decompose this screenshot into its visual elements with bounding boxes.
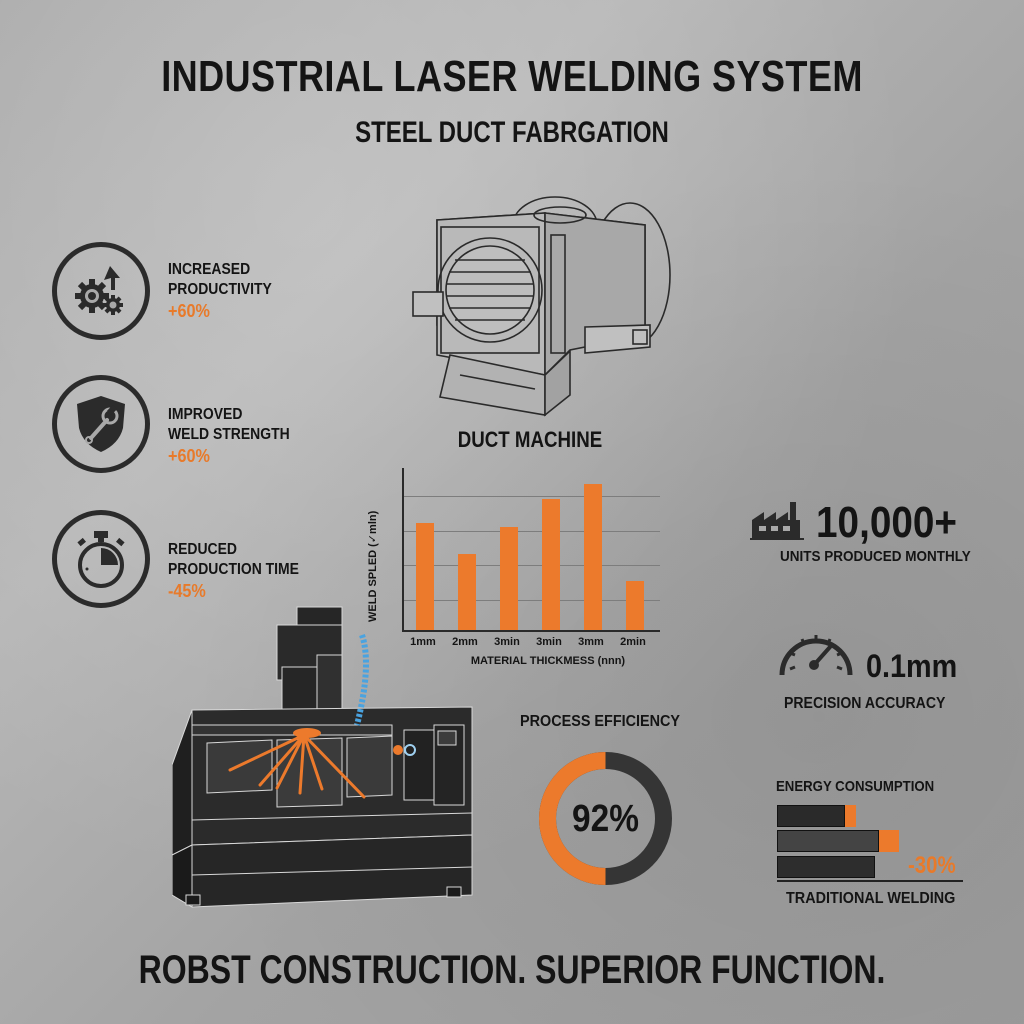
energy-bar-accent <box>845 805 856 827</box>
feature-value: +60% <box>168 301 210 321</box>
chart-x-axis-label: MATERIAL THICKMESS (nnn) <box>470 655 626 667</box>
chart-x-tick: 1mm <box>410 636 436 648</box>
chart-gridline <box>404 531 660 532</box>
chart-gridline <box>404 565 660 566</box>
chart-x-tick: 3min <box>536 636 562 648</box>
page-title: INDUSTRIAL LASER WELDING SYSTEM <box>161 52 863 101</box>
feature-value: -45% <box>168 581 206 601</box>
feature-label-line2: PRODUCTIVITY <box>168 281 272 298</box>
feature-label-line1: IMPROVED <box>168 406 243 423</box>
chart-x-tick: 3min <box>494 636 520 648</box>
feature-label-line1: REDUCED <box>168 541 237 558</box>
chart-gridline <box>404 496 660 497</box>
energy-bar-dark <box>777 830 879 852</box>
efficiency-donut <box>532 745 679 892</box>
page-subtitle: STEEL DUCT FABRGATION <box>355 116 669 149</box>
chart-plot-area <box>402 468 660 632</box>
factory-icon <box>750 498 806 542</box>
feature-label-line2: WELD STRENGTH <box>168 426 290 443</box>
energy-bar-accent <box>879 830 899 852</box>
chart-bar <box>584 484 602 630</box>
feature-value: +60% <box>168 446 210 466</box>
feature-label-line1: INCREASED <box>168 261 251 278</box>
feature-weld-strength: IMPROVED WELD STRENGTH +60% <box>52 375 352 475</box>
efficiency-value: 92% <box>572 798 639 840</box>
laser-welding-machine-illustration <box>171 595 482 920</box>
energy-divider <box>777 880 963 882</box>
feature-productivity: INCREASED PRODUCTIVITY +60% <box>52 242 352 342</box>
energy-title: ENERGY CONSUMPTION <box>776 778 935 795</box>
energy-bar <box>777 805 856 827</box>
footer-tagline: ROBST CONSTRUCTION. SUPERIOR FUNCTION. <box>138 948 886 992</box>
energy-bar <box>777 830 899 852</box>
feature-label-line2: PRODUCTION TIME <box>168 561 299 578</box>
duct-machine-illustration <box>405 175 675 425</box>
shield-wrench-icon <box>52 375 150 473</box>
stopwatch-icon <box>52 510 150 608</box>
chart-x-tick: 3mm <box>578 636 604 648</box>
chart-gridline <box>404 600 660 601</box>
chart-bar <box>542 499 560 630</box>
energy-reduction: -30% <box>908 852 956 879</box>
chart-bar <box>626 581 644 630</box>
energy-bar <box>777 856 875 878</box>
gauge-icon <box>776 625 856 681</box>
chart-x-tick: 2mm <box>452 636 478 648</box>
chart-x-tick: 2min <box>620 636 646 648</box>
chart-bar <box>500 527 518 630</box>
units-produced-value: 10,000+ <box>816 498 958 547</box>
units-produced-label: UNITS PRODUCED MONTHLY <box>780 548 971 565</box>
weld-speed-chart: WELD SPLED (✓mln) 1mm 2mm 3min 3min 3mm … <box>367 462 668 672</box>
duct-machine-label: DUCT MACHINE <box>457 427 603 452</box>
chart-bar <box>416 523 434 630</box>
feature-production-time: REDUCED PRODUCTION TIME -45% <box>52 510 352 610</box>
precision-value: 0.1mm <box>866 648 958 684</box>
efficiency-title: PROCESS EFFICIENCY <box>520 713 681 730</box>
precision-label: PRECISION ACCURACY <box>784 695 946 712</box>
energy-label: TRADITIONAL WELDING <box>786 890 956 907</box>
energy-bar-dark <box>777 856 875 878</box>
energy-bar-dark <box>777 805 845 827</box>
chart-bar <box>458 554 476 630</box>
gears-up-icon <box>52 242 150 340</box>
